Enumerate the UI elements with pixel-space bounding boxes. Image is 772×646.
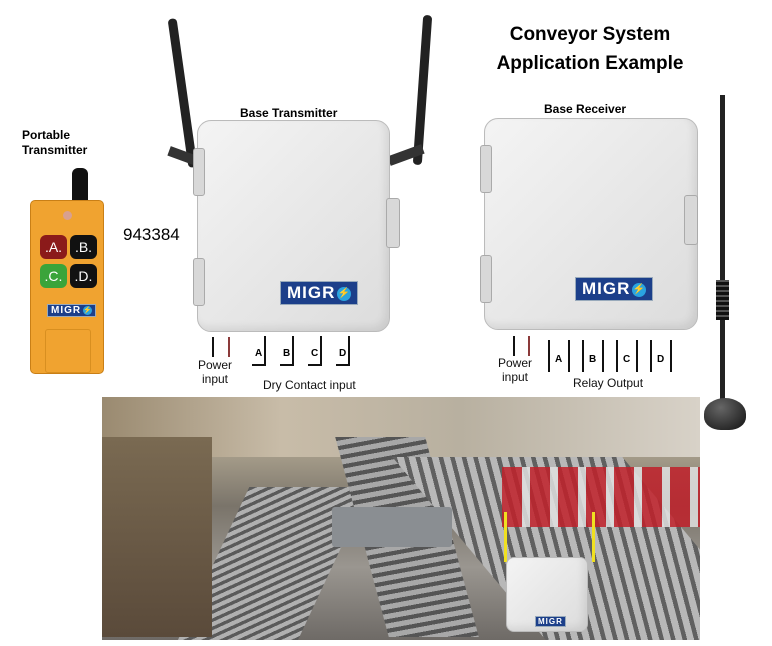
migro-logo: MIGR⚡ [575, 277, 654, 301]
relay-c: C [616, 340, 638, 372]
logo-text: MIGR [51, 305, 82, 316]
warehouse-photo: MIGR [102, 397, 700, 640]
magnetic-base [704, 398, 746, 430]
title-line-2: Application Example [496, 53, 684, 74]
receiver-in-photo: MIGR [506, 557, 588, 632]
power-wire [528, 336, 530, 356]
red-totes [502, 467, 700, 527]
label-line: input [501, 370, 529, 384]
antenna-left [167, 18, 198, 168]
base-receiver-box: MIGR⚡ [484, 118, 698, 330]
label-line: Transmitter [22, 143, 88, 157]
hinge [193, 258, 205, 306]
logo-text: MIGR [538, 617, 563, 626]
bolt-icon: ⚡ [83, 305, 93, 315]
button-c: .C. [40, 264, 67, 288]
relay-output-label: Relay Output [573, 376, 644, 390]
battery-cover [45, 329, 91, 373]
label-line: Power [198, 358, 233, 372]
title-line-1: Conveyor System [509, 24, 671, 45]
yellow-wire [504, 512, 507, 562]
led-icon [63, 211, 72, 220]
bolt-icon: ⚡ [337, 286, 352, 301]
label-line: Portable [22, 128, 71, 142]
yellow-wire [592, 512, 595, 562]
base-transmitter-label: Base Transmitter [240, 106, 338, 120]
power-wire [212, 337, 214, 357]
switch-d: D [336, 336, 350, 366]
remote-antenna [72, 168, 88, 204]
power-wire [228, 337, 230, 357]
code-text: 943384 [123, 225, 180, 244]
base-receiver-label: Base Receiver [544, 102, 627, 116]
logo-text: MIGR [287, 283, 336, 302]
button-d: .D. [70, 264, 97, 288]
logo-text: MIGR [582, 279, 631, 298]
migro-logo: MIGR [535, 616, 566, 627]
button-b: .B. [70, 235, 97, 259]
antenna-coil [716, 280, 729, 320]
switch-a: A [252, 336, 266, 366]
relay-a: A [548, 340, 570, 372]
label-line: Power [498, 356, 533, 370]
antenna-right [412, 14, 433, 166]
latch [386, 198, 400, 248]
switch-c: C [308, 336, 322, 366]
relay-outputs: A B C D [548, 340, 688, 376]
relay-d: D [650, 340, 672, 372]
shelving [102, 437, 212, 637]
dry-contact-switches: A B C D [252, 336, 382, 376]
gray-totes [332, 507, 452, 547]
power-wire [513, 336, 515, 356]
portable-transmitter: .A. .B. .C. .D. MIGR⚡ [30, 200, 104, 374]
bolt-icon: ⚡ [632, 282, 647, 297]
dry-contact-label: Dry Contact input [263, 378, 356, 392]
migro-logo: MIGR⚡ [280, 281, 359, 305]
base-transmitter-box: MIGR⚡ [197, 120, 390, 332]
label-line: input [201, 372, 229, 386]
switch-b: B [280, 336, 294, 366]
migro-logo: MIGR⚡ [47, 304, 97, 317]
hinge [193, 148, 205, 196]
latch [684, 195, 698, 245]
button-a: .A. [40, 235, 67, 259]
hinge [480, 145, 492, 193]
magnetic-antenna [720, 95, 725, 400]
hinge [480, 255, 492, 303]
relay-b: B [582, 340, 604, 372]
